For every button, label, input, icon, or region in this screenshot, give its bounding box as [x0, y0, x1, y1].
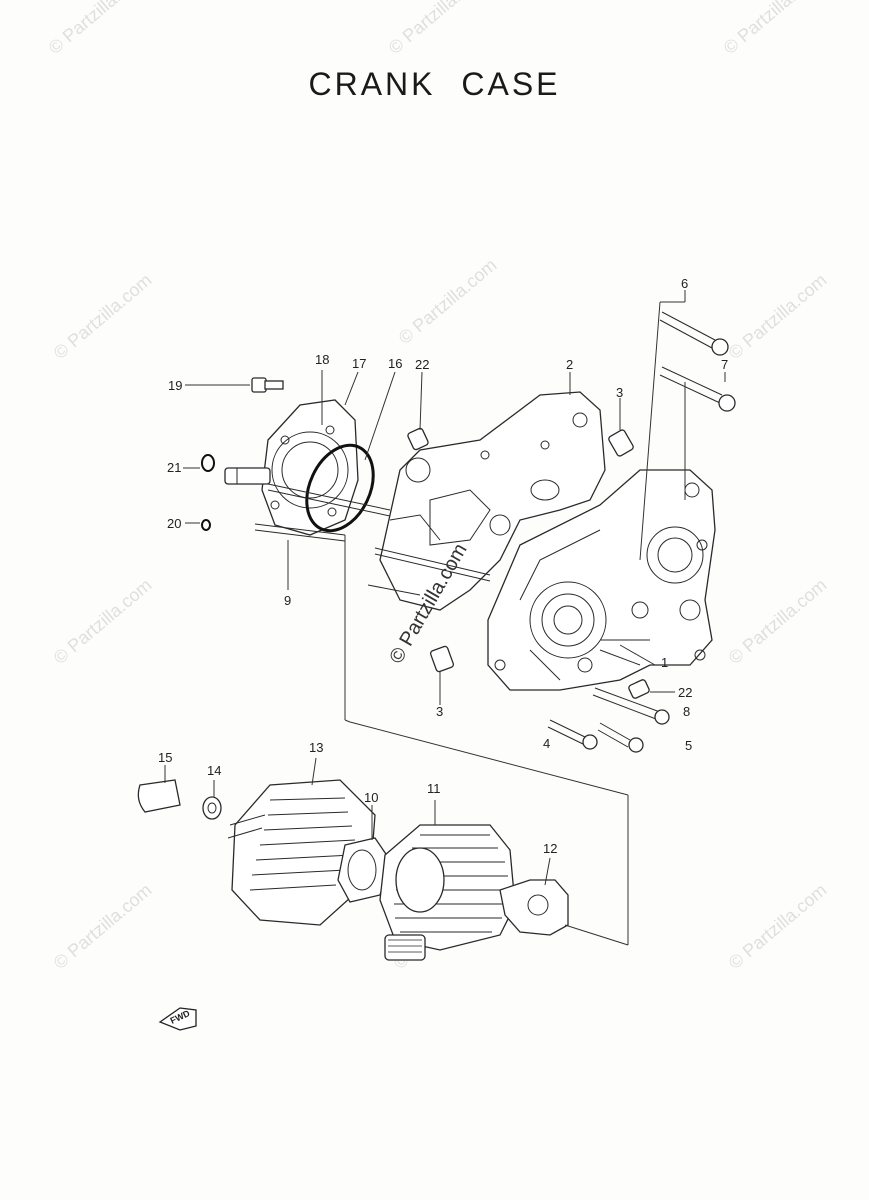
- callout-18: 18: [315, 352, 329, 367]
- callout-12: 12: [543, 841, 557, 856]
- crankcase-left-half: [379, 391, 606, 611]
- callout-14: 14: [207, 763, 221, 778]
- watermark: © Partzilla.com: [50, 880, 156, 973]
- watermark: © Partzilla.com: [725, 270, 831, 363]
- watermark: © Partzilla.com: [720, 0, 826, 58]
- bolt-8: [592, 687, 670, 725]
- callout-20: 20: [167, 516, 181, 531]
- dowel-pin: [628, 679, 650, 699]
- side-cover: [261, 399, 359, 536]
- callout-6: 6: [681, 276, 688, 291]
- callout-4: 4: [543, 736, 550, 751]
- callout-17: 17: [352, 356, 366, 371]
- bolt-19: [251, 377, 284, 393]
- callout-19: 19: [168, 378, 182, 393]
- cylinder-11: [379, 824, 516, 961]
- callout-8: 8: [683, 704, 690, 719]
- watermark: © Partzilla.com: [50, 575, 156, 668]
- callout-7: 7: [721, 357, 728, 372]
- callout-13: 13: [309, 740, 323, 755]
- bolt-6: [659, 311, 729, 356]
- dowel-pin: [407, 427, 429, 451]
- dowel-pin: [429, 645, 455, 673]
- watermark: © Partzilla.com: [385, 0, 491, 58]
- callout-9: 9: [284, 593, 291, 608]
- bolt-5: [597, 722, 644, 753]
- bolt-7: [659, 366, 736, 412]
- gasket-12: [499, 879, 569, 936]
- bolt-4: [547, 719, 598, 750]
- callout-5: 5: [685, 738, 692, 753]
- long-studs: [254, 483, 491, 596]
- leader-lines: [164, 290, 726, 946]
- circlip-21: [201, 454, 215, 472]
- callout-22: 22: [415, 357, 429, 372]
- callout-11: 11: [427, 781, 441, 796]
- o-ring-16: [305, 443, 375, 533]
- callout-16: 16: [388, 356, 402, 371]
- washer-14: [202, 796, 222, 820]
- watermark: © Partzilla.com: [725, 880, 831, 973]
- callout-15: 15: [158, 750, 172, 765]
- watermark: © Partzilla.com: [50, 270, 156, 363]
- fwd-arrow-icon: FWD: [158, 1007, 197, 1031]
- watermark: © Partzilla.com: [395, 255, 501, 348]
- callout-3: 3: [616, 385, 623, 400]
- callout-1: 1: [661, 655, 668, 670]
- callout-10: 10: [364, 790, 378, 805]
- callout-labels: 1 2 3 3 4 5 6 7 8 9 10 11 12 13 14 15 16…: [158, 276, 728, 856]
- o-ring-20: [201, 519, 211, 531]
- watermark: © Partzilla.com: [725, 575, 831, 668]
- callout-3: 3: [436, 704, 443, 719]
- callout-21: 21: [167, 460, 181, 475]
- plug-cap-15: [137, 779, 181, 813]
- watermark: © Partzilla.com: [45, 0, 151, 58]
- callout-22: 22: [678, 685, 692, 700]
- shaft: [224, 467, 271, 485]
- callout-2: 2: [566, 357, 573, 372]
- crankcase-right-half: [487, 469, 716, 691]
- dowel-pin: [608, 429, 634, 457]
- cylinder-head-13: [227, 779, 376, 926]
- diagram-title: CRANK CASE: [308, 66, 561, 102]
